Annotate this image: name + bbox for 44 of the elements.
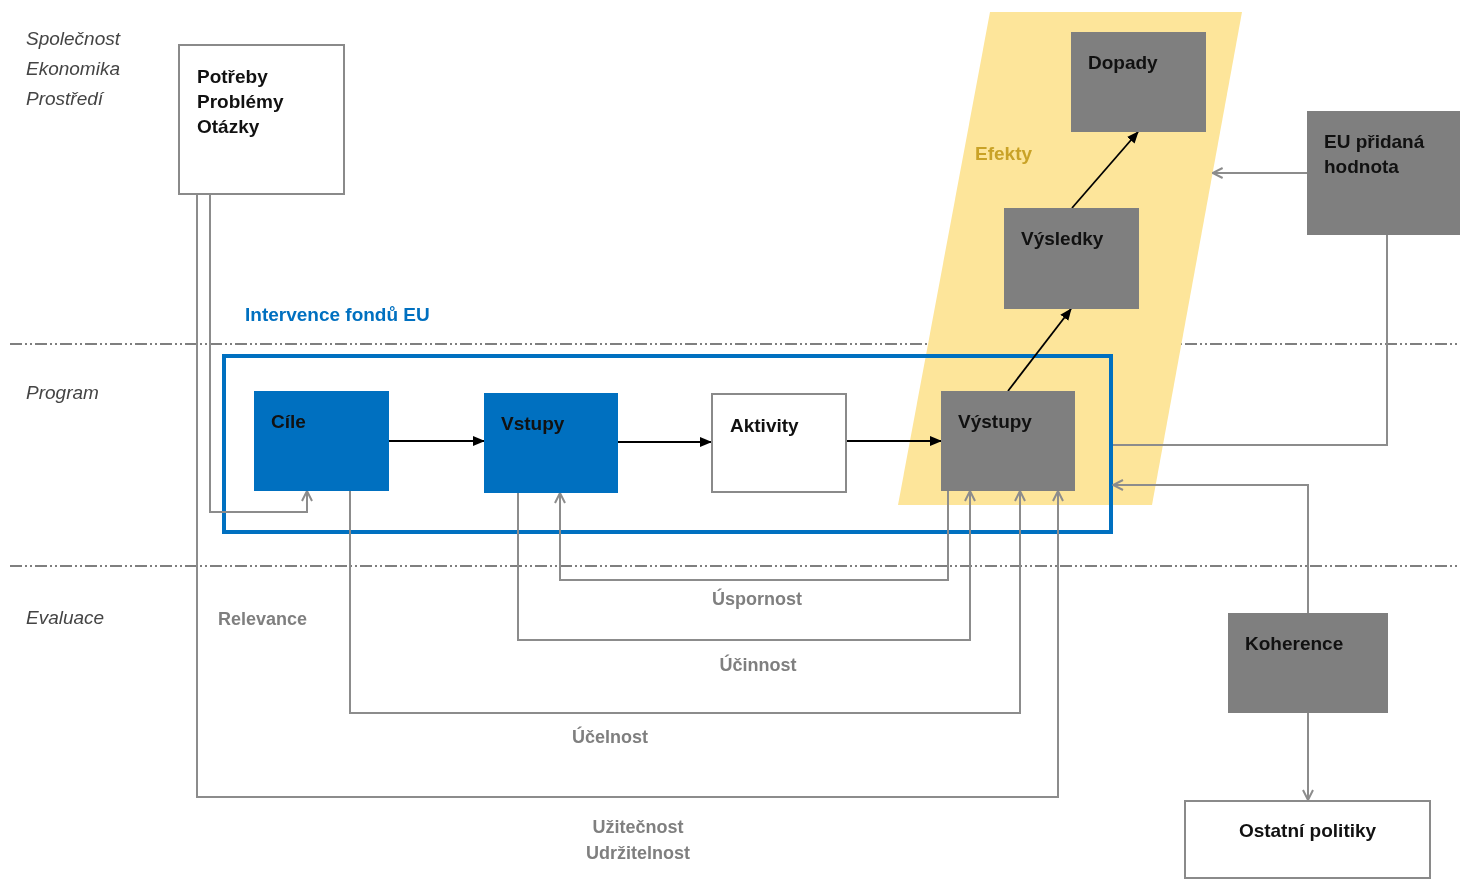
box-label: Aktivity — [730, 414, 800, 438]
box-label: Koherence — [1245, 632, 1345, 656]
connector-arrow — [1007, 308, 1072, 392]
group-heading: Intervence fondů EU — [245, 303, 430, 327]
row-label: Program — [26, 381, 99, 405]
process-box — [941, 391, 1075, 491]
box-label: Výstupy — [958, 410, 1033, 434]
box-label: EU přidaná hodnota — [1324, 130, 1426, 179]
connector-arrow — [846, 436, 942, 446]
process-box — [254, 391, 389, 491]
connector-arrow — [517, 490, 976, 641]
row-label: Ekonomika — [26, 57, 120, 81]
process-box — [1071, 32, 1206, 132]
connector-arrow — [1302, 712, 1314, 801]
row-label: Společnost — [26, 27, 120, 51]
box-label: Otázky — [197, 115, 261, 139]
connector-arrow — [1071, 131, 1139, 209]
process-box — [484, 393, 618, 493]
box-label: Vstupy — [501, 412, 566, 436]
box-label: Ostatní politiky — [1238, 819, 1377, 843]
connector-arrow — [196, 194, 1064, 798]
box-label: Potřeby — [197, 65, 269, 89]
process-box — [1228, 613, 1388, 713]
box-label: Dopady — [1088, 51, 1159, 75]
loop-label: Relevance — [218, 608, 308, 631]
row-label: Prostředí — [26, 87, 104, 111]
connector-line — [1112, 234, 1388, 446]
connector-arrow — [554, 490, 949, 581]
connector-arrow — [349, 490, 1026, 714]
connector-arrow — [617, 437, 712, 447]
connector-arrow — [1112, 479, 1309, 614]
connector-arrow — [388, 436, 485, 446]
process-box — [178, 44, 345, 195]
row-label: Evaluace — [26, 606, 105, 630]
process-box — [711, 393, 847, 493]
box-label: Cíle — [271, 410, 307, 434]
connector-arrow — [209, 194, 313, 513]
process-box — [1004, 208, 1139, 309]
box-label: Problémy — [197, 90, 285, 114]
process-box — [1307, 111, 1460, 235]
box-label: Výsledky — [1021, 227, 1105, 251]
connector-arrow — [1211, 167, 1308, 179]
process-box — [1184, 800, 1431, 879]
band-label: Efekty — [975, 142, 1033, 166]
